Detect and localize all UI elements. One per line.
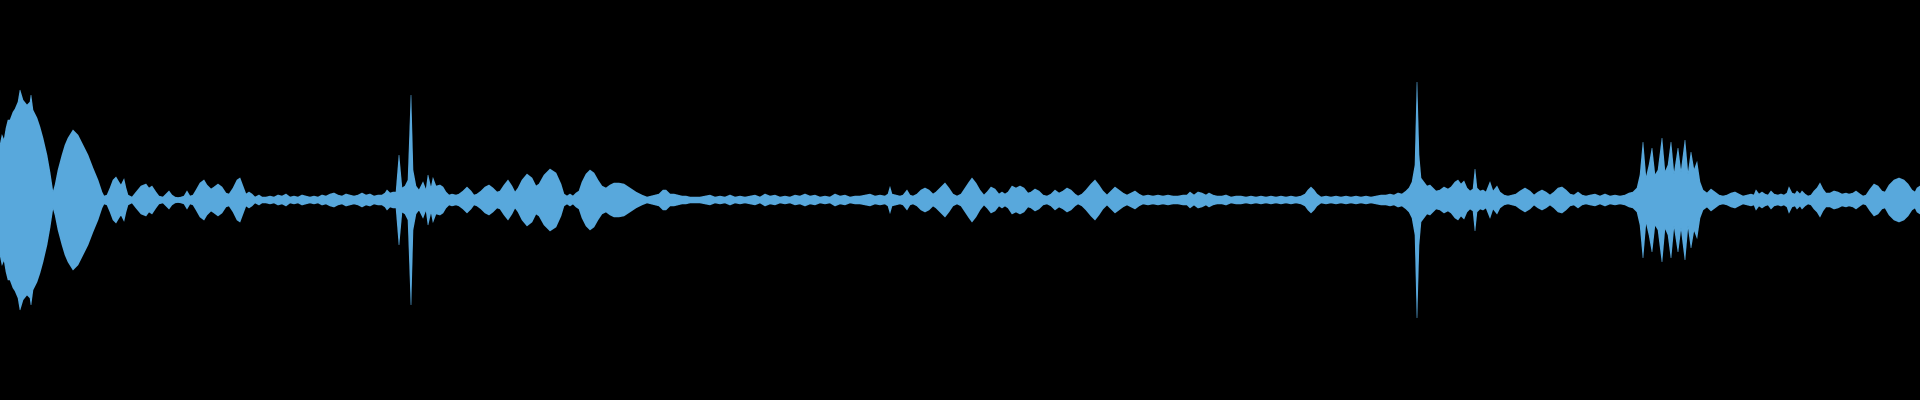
waveform-path [0, 81, 1920, 319]
